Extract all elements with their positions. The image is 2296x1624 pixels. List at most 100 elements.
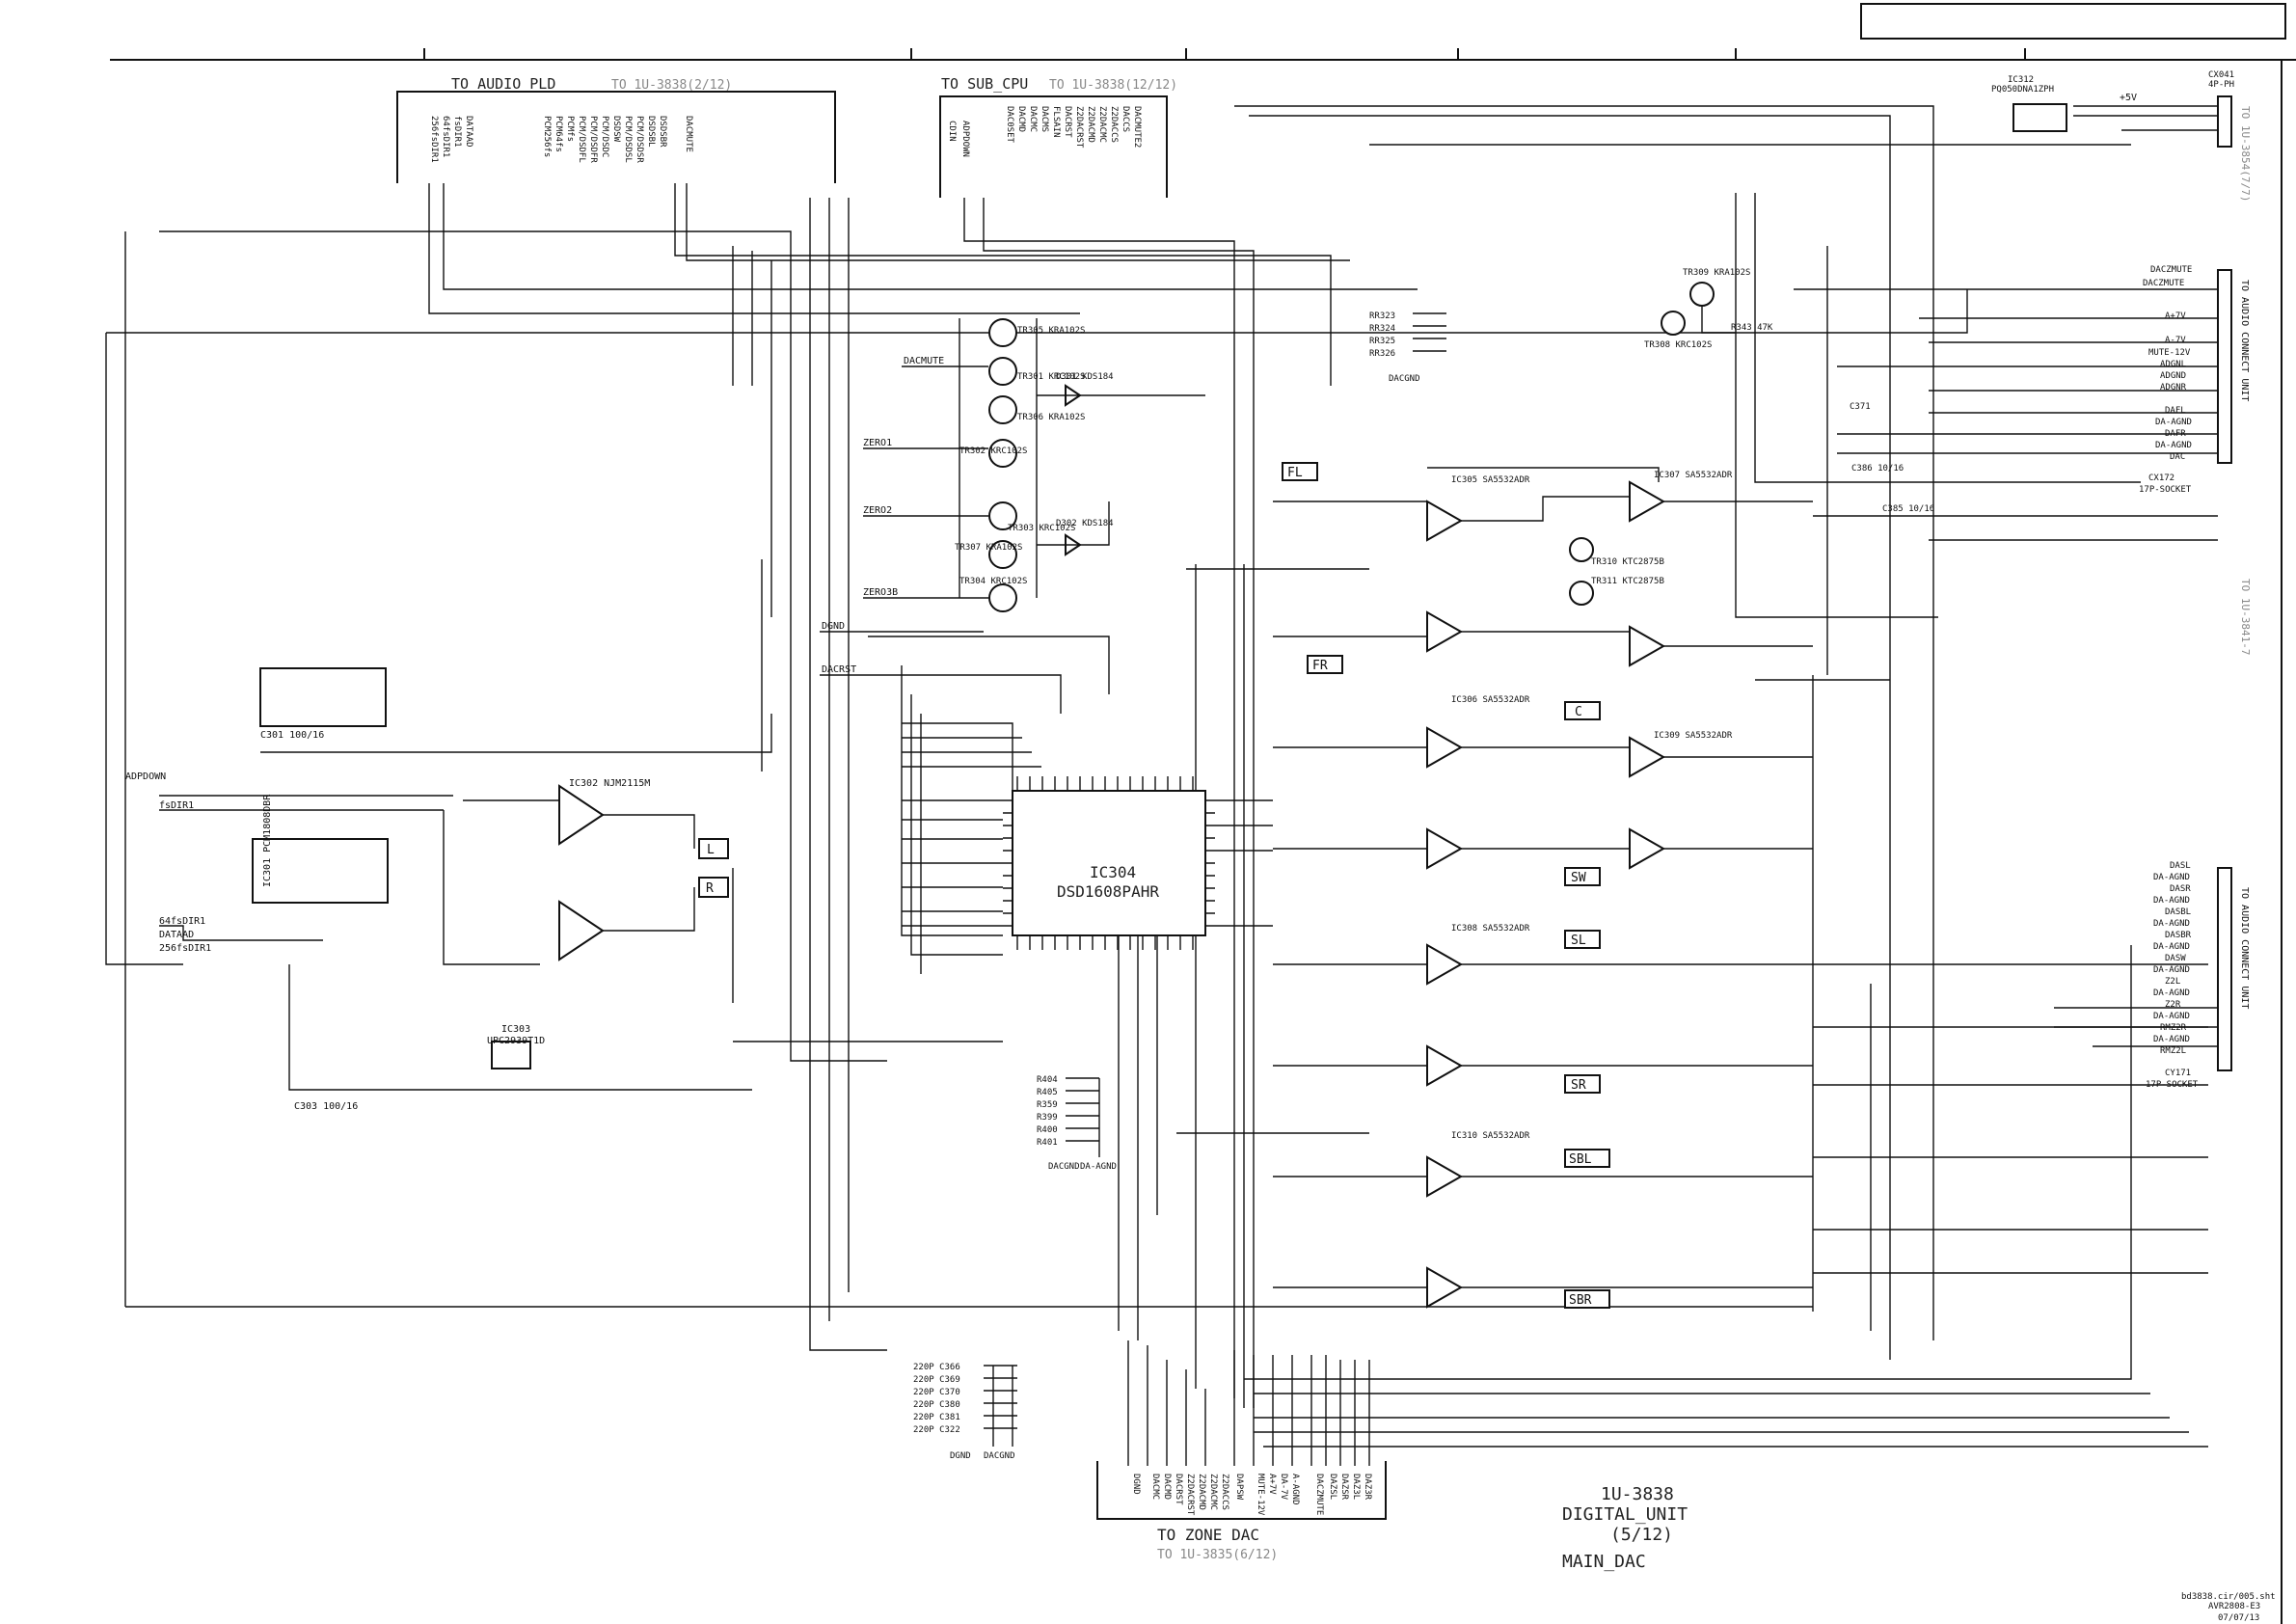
cx172-connector: DACZMUTE DACZMUTE A+7V A-7V MUTE-12V ADG… bbox=[1919, 265, 2252, 655]
ch-sbr: SBR bbox=[1569, 1293, 1592, 1308]
pld-signal-15: DACMUTE bbox=[684, 116, 693, 152]
right2-signal-3: DA-AGND bbox=[2153, 896, 2190, 906]
dgnd-label: DGND bbox=[822, 621, 845, 632]
right2-signal-2: DASR bbox=[2170, 884, 2191, 894]
tr-label-5: TR307 KRA102S bbox=[955, 543, 1022, 553]
cpu-signal-3: DACMD bbox=[1016, 106, 1026, 132]
ch-fl: FL bbox=[1287, 466, 1303, 480]
right2-signal-8: DASW bbox=[2165, 954, 2186, 963]
c386-label: C386 10/16 bbox=[1851, 464, 1904, 474]
rr-0: RR323 bbox=[1369, 311, 1395, 321]
tr-label-7: TR309 KRA102S bbox=[1683, 268, 1750, 278]
c301-label: C301 100/16 bbox=[260, 730, 324, 741]
main-dac-part: DSD1608PAHR bbox=[1057, 882, 1159, 901]
zero-ohm-5: R401 bbox=[1037, 1138, 1058, 1148]
right1-signal-0: DACZMUTE bbox=[2150, 265, 2192, 275]
zone-signal-17: DAZ3R bbox=[1363, 1474, 1372, 1501]
cap220-1: 220P C369 bbox=[913, 1375, 960, 1385]
pld-signal-4: PCM256fs bbox=[542, 116, 552, 157]
right2-signal-12: Z2R bbox=[2165, 1000, 2181, 1010]
right2-signal-1: DA-AGND bbox=[2153, 873, 2190, 882]
cap220-0: 220P C366 bbox=[913, 1363, 960, 1372]
right1-signal-4: MUTE-12V bbox=[2148, 348, 2191, 358]
right2-signal-4: DASBL bbox=[2165, 907, 2191, 917]
audio-connect-unit-1: TO AUDIO CONNECT UNIT bbox=[2239, 280, 2250, 401]
channel-l-label: L bbox=[707, 843, 715, 857]
cap220-2: 220P C370 bbox=[913, 1388, 960, 1397]
right2-signal-10: Z2L bbox=[2165, 977, 2180, 987]
d302-label: D302 KDS184 bbox=[1056, 519, 1114, 528]
zone-signal-12: A-AGND bbox=[1290, 1474, 1300, 1505]
zone-signal-0: DGND bbox=[1131, 1474, 1141, 1495]
cpu-signal-12: DACCS bbox=[1121, 106, 1130, 132]
rr-2: RR325 bbox=[1369, 337, 1395, 346]
cx172-ref: CX172 bbox=[2148, 474, 2174, 483]
cy171-type: 17P-SOCKET bbox=[2146, 1080, 2199, 1090]
sub-cpu-connector: TO SUB_CPU TO 1U-3838(12/12) CDIN ADPDOW… bbox=[939, 75, 1177, 198]
right2-signal-16: RMZ2L bbox=[2160, 1046, 2186, 1056]
tr309-block: TR309 KRA102S TR308 KRC102S R343 47K bbox=[1644, 268, 1773, 350]
receiver-ic: IC301 PCM1808DBR C301 100/16 C303 100/16… bbox=[125, 667, 772, 1112]
zone-signal-6: Z2DACMC bbox=[1208, 1474, 1218, 1510]
ic312-regulator: IC312 PQ050DNA1ZPH +5V CX041 4P-PH TO 1U… bbox=[1991, 70, 2252, 202]
zone-signal-4: Z2DACRST bbox=[1185, 1474, 1195, 1516]
pld-signal-9: PCM/DSDC bbox=[600, 116, 609, 157]
right1-signal-5: ADGNL bbox=[2160, 360, 2186, 369]
opamp-ic305: IC305 SA5532ADR bbox=[1451, 475, 1530, 485]
to-sub-cpu-label: TO SUB_CPU bbox=[941, 75, 1028, 93]
right2-signal-11: DA-AGND bbox=[2153, 988, 2190, 998]
audio-connect-unit-2: TO AUDIO CONNECT UNIT bbox=[2239, 887, 2250, 1009]
ch-sl: SL bbox=[1571, 934, 1586, 948]
right2-signal-14: RMZ2R bbox=[2160, 1023, 2187, 1033]
cx172-type: 17P-SOCKET bbox=[2139, 485, 2192, 495]
right2-signal-15: DA-AGND bbox=[2153, 1035, 2190, 1044]
cx041-ref: CX041 bbox=[2208, 70, 2234, 80]
fsdir-label: fsDIR1 bbox=[159, 800, 194, 811]
right1-signal-3: A-7V bbox=[2165, 336, 2186, 345]
right-ref-mid: TO 1U-3841-7 bbox=[2239, 579, 2252, 655]
tr-label-10: TR311 KTC2875B bbox=[1591, 577, 1664, 586]
right2-signal-9: DA-AGND bbox=[2153, 965, 2190, 975]
title-block: 1U-3838 DIGITAL_UNIT (5/12) MAIN_DAC bd3… bbox=[1562, 1484, 2276, 1623]
title-line3: (5/12) bbox=[1610, 1525, 1673, 1545]
cap220-3: 220P C380 bbox=[913, 1400, 960, 1410]
pld-signal-5: PCM64fs bbox=[554, 116, 563, 152]
zero-ohm-2: R359 bbox=[1037, 1100, 1058, 1110]
cpu-signal-8: Z2DACRST bbox=[1074, 106, 1084, 149]
zone-signal-2: DACMD bbox=[1162, 1474, 1172, 1500]
ch-sbl: SBL bbox=[1569, 1152, 1592, 1167]
pld-signal-8: PCM/DSDFR bbox=[588, 116, 598, 163]
to-sub-cpu-ref: TO 1U-3838(12/12) bbox=[1049, 78, 1177, 93]
opamp-ic309: IC309 SA5532ADR bbox=[1654, 731, 1733, 741]
output-stages: FL FR C SW SL SR SBL SBR IC305 SA5532ADR… bbox=[1176, 462, 1813, 1309]
right1-signal-6: ADGND bbox=[2160, 371, 2186, 381]
mute-transistors: TR305 KRA102S TR301 KRC102S TR306 KRA102… bbox=[820, 318, 1205, 714]
opamp-ic306: IC306 SA5532ADR bbox=[1451, 695, 1530, 705]
pld-signal-11: PCM/DSDSL bbox=[623, 116, 633, 163]
analog-input-stage: IC302 NJM2115M L R IC303 UPC2939T1D bbox=[443, 778, 729, 1069]
dacrst-label: DACRST bbox=[822, 664, 856, 675]
zero-ohm-1: R405 bbox=[1037, 1088, 1058, 1097]
cx041-type: 4P-PH bbox=[2208, 80, 2234, 90]
rr-resistor-group: RR323 RR324 RR325 RR326 DACGND bbox=[1369, 311, 1446, 384]
right1-signal-2: A+7V bbox=[2165, 311, 2186, 321]
cpu-signal-5: DACMS bbox=[1040, 106, 1049, 132]
main-dac-ic: IC304 DSD1608PAHR bbox=[902, 722, 1273, 950]
to-audio-pld-ref: TO 1U-3838(2/12) bbox=[611, 78, 732, 93]
rr-1: RR324 bbox=[1369, 324, 1395, 334]
pld-signal-2: fsDIR1 bbox=[452, 116, 462, 148]
cpu-signal-11: Z2DACCS bbox=[1109, 106, 1119, 143]
tr-label-8: TR308 KRC102S bbox=[1644, 340, 1712, 350]
title-line1: 1U-3838 bbox=[1601, 1484, 1674, 1504]
zone-signal-10: A+7V bbox=[1267, 1474, 1277, 1495]
right2-signal-0: DASL bbox=[2170, 861, 2191, 871]
right1-signal-8: DAFL bbox=[2165, 406, 2186, 416]
zone-signal-15: DAZSR bbox=[1339, 1474, 1349, 1501]
ic303-part: UPC2939T1D bbox=[487, 1036, 545, 1046]
256fs-label: 256fsDIR1 bbox=[159, 943, 211, 954]
cy171-ref: CY171 bbox=[2165, 1069, 2191, 1078]
misc-components: R404 R405 R359 R399 R400 R401 DACGND DA-… bbox=[913, 402, 1934, 1461]
c385-label: C385 10/16 bbox=[1882, 504, 1934, 514]
tr-label-2: TR306 KRA102S bbox=[1017, 413, 1085, 422]
